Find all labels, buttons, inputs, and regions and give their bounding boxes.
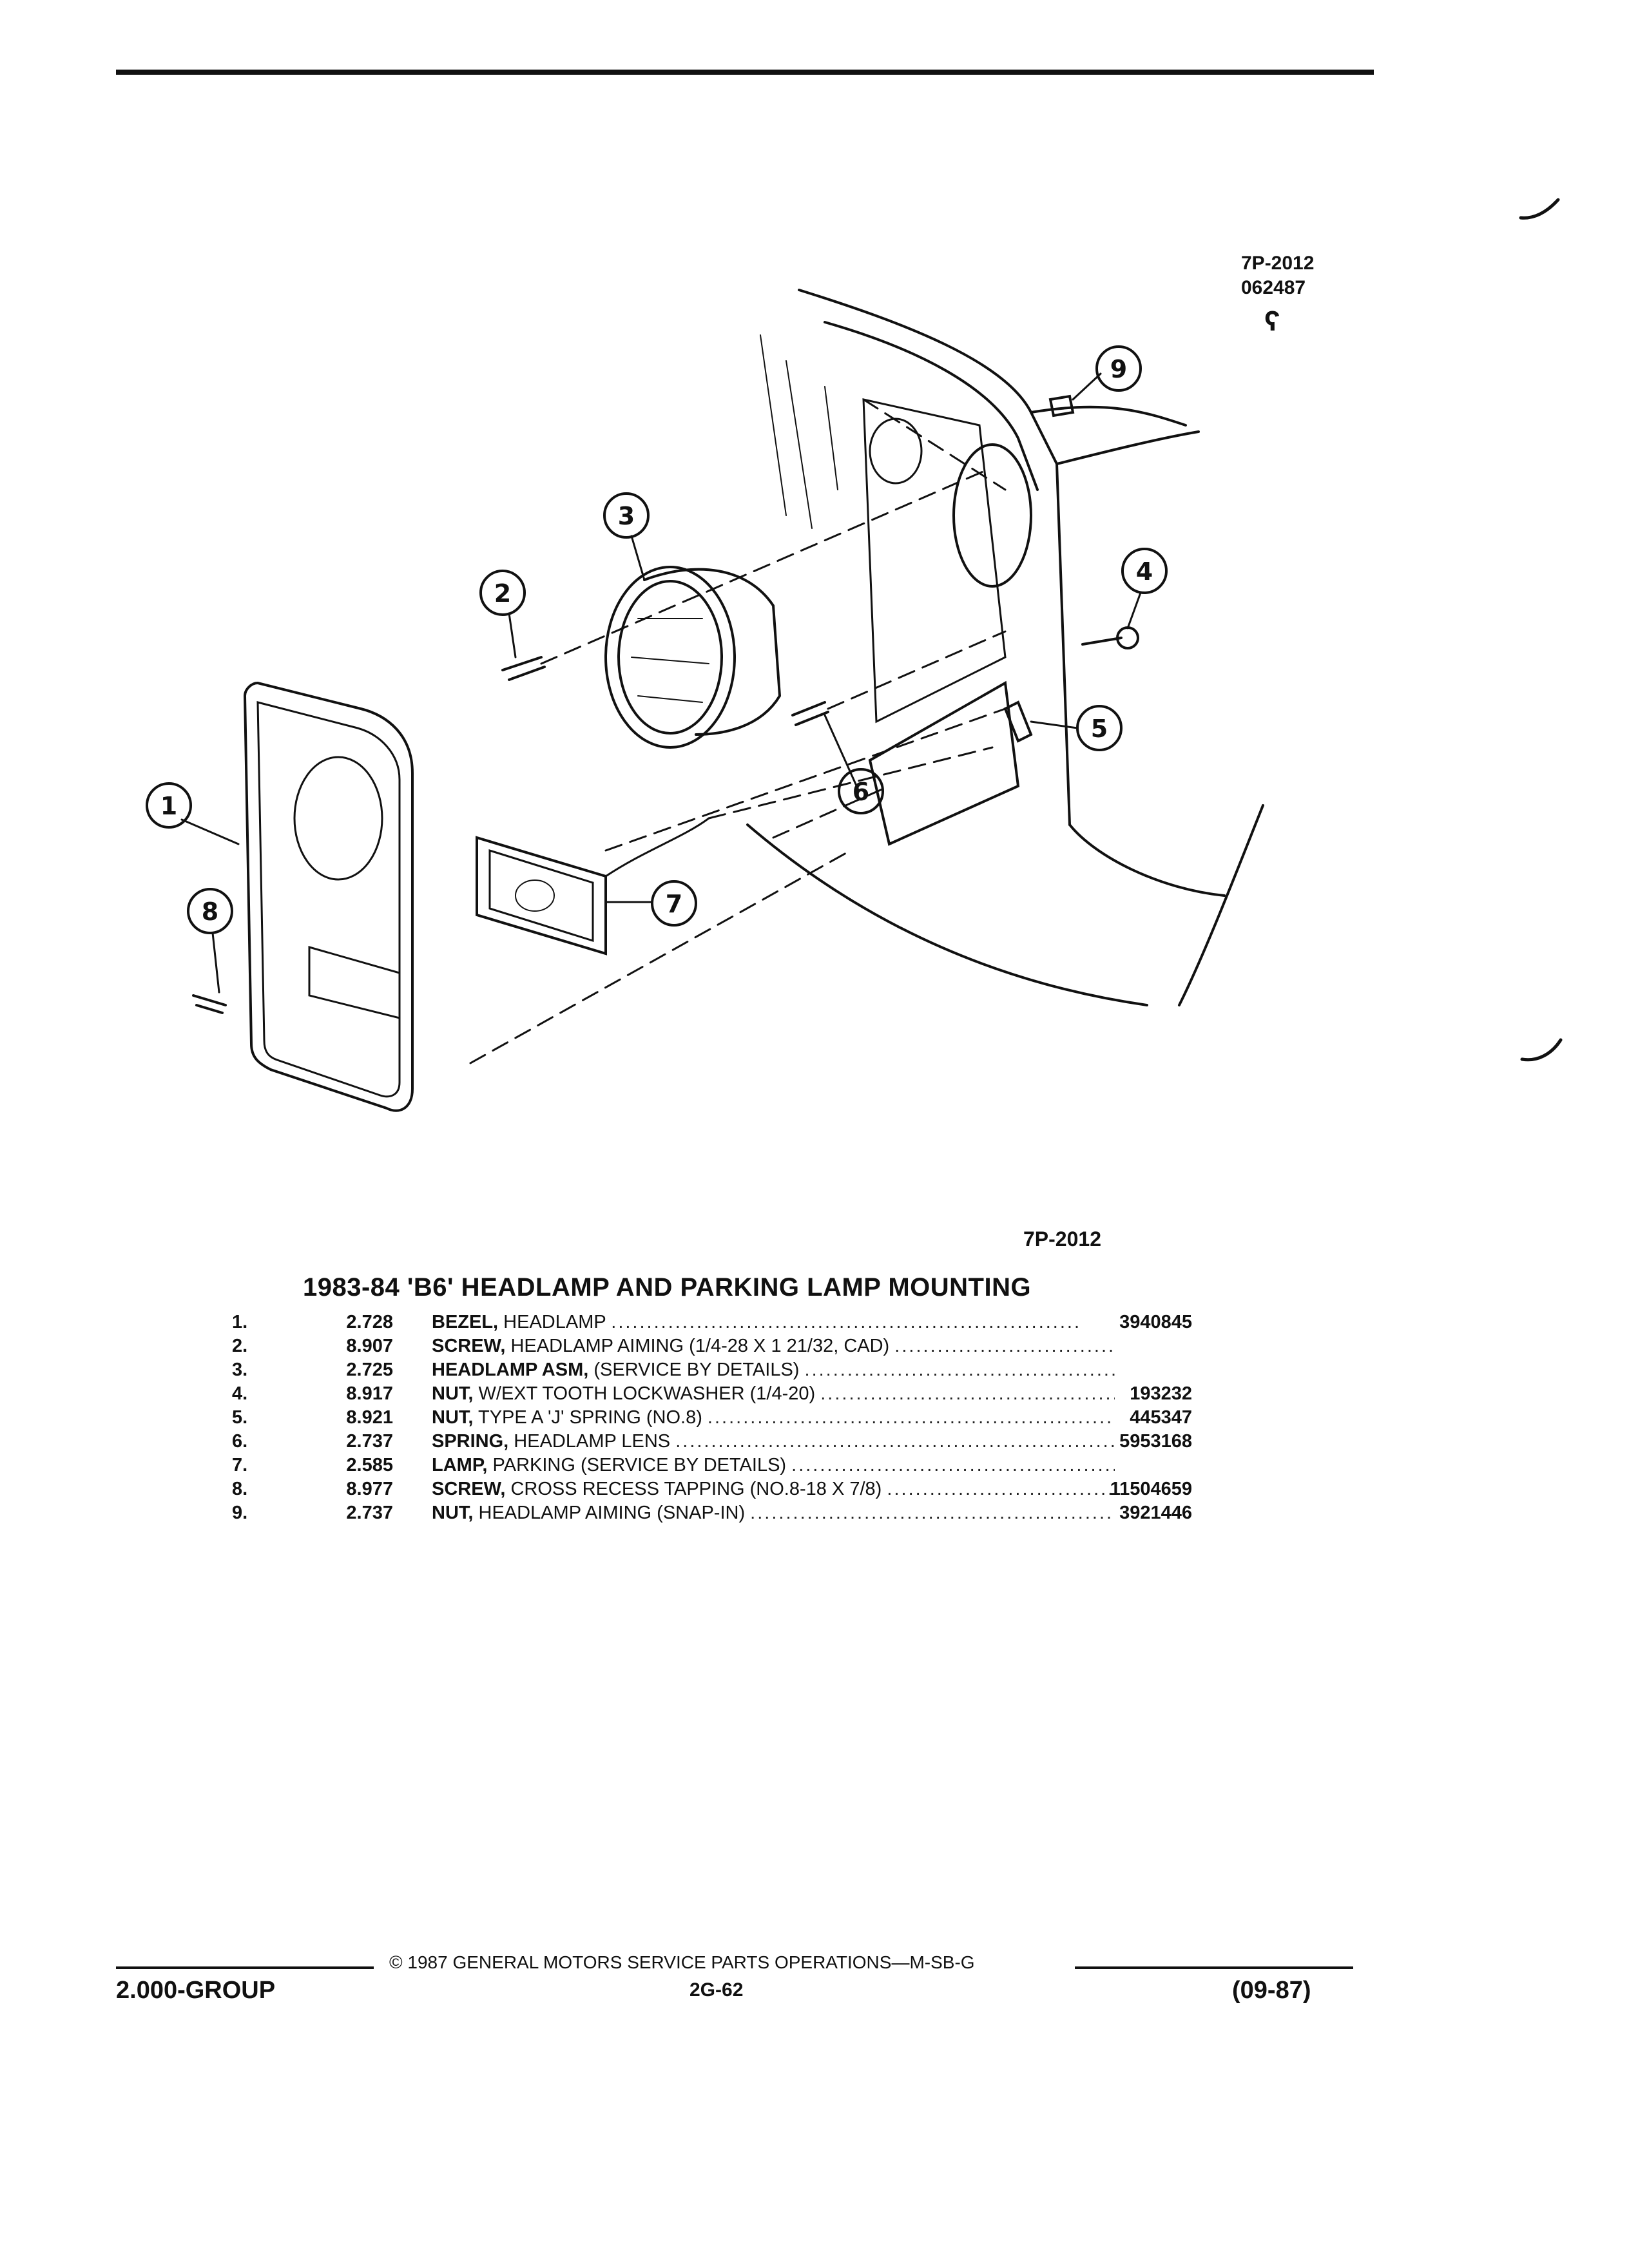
- item-number: 2.: [232, 1336, 248, 1356]
- headlamp-assembly: [604, 566, 782, 749]
- parts-row: 2. 8.907 SCREW, HEADLAMP AIMING (1/4-28 …: [213, 1334, 1218, 1358]
- figure-code-bottom: 7P-2012: [1023, 1227, 1101, 1251]
- assembly-lines: [469, 398, 1007, 1064]
- item-number: 4.: [232, 1383, 248, 1404]
- revision-date: (09-87): [1232, 1977, 1311, 2004]
- svg-text:2: 2: [494, 579, 511, 608]
- item-number: 8.: [232, 1479, 248, 1499]
- svg-text:9: 9: [1110, 355, 1127, 383]
- part-description: SCREW, CROSS RECESS TAPPING (NO.8-18 X 7…: [432, 1479, 1115, 1499]
- svg-text:4: 4: [1136, 557, 1153, 586]
- callouts: 1 2 3 4 5 6 7 8 9: [146, 345, 1168, 934]
- item-number: 1.: [232, 1312, 248, 1332]
- part-description: NUT, TYPE A 'J' SPRING (NO.8) ..........…: [432, 1407, 1115, 1428]
- callout-7: 7: [651, 880, 697, 927]
- leader-lines: [180, 372, 1142, 994]
- footer-group: 2.000-GROUP: [116, 1977, 276, 2004]
- parking-lamp: [476, 817, 710, 956]
- figure-code-line-2: 062487: [1241, 277, 1306, 298]
- callout-8: 8: [187, 888, 233, 934]
- page-number: 2G-62: [689, 1979, 744, 2001]
- part-number: 193232: [1130, 1383, 1192, 1404]
- parts-row: 4. 8.917 NUT, W/EXT TOOTH LOCKWASHER (1/…: [213, 1382, 1218, 1406]
- margin-marks: [1519, 198, 1563, 1062]
- svg-text:5: 5: [1091, 715, 1108, 743]
- svg-text:1: 1: [160, 792, 177, 820]
- copyright-notice: © 1987 GENERAL MOTORS SERVICE PARTS OPER…: [389, 1952, 975, 1972]
- top-rule: [116, 70, 1374, 75]
- fender-panel: [746, 289, 1264, 1006]
- panel-opening-round: [952, 443, 1032, 588]
- part-description: SPRING, HEADLAMP LENS ..................…: [432, 1431, 1115, 1452]
- bezel-outline: [243, 681, 414, 1112]
- callout-3: 3: [603, 492, 650, 539]
- group-number: 8.977: [346, 1479, 393, 1499]
- revision-mark-icon: ʕ: [1264, 305, 1280, 337]
- callout-5: 5: [1076, 705, 1123, 751]
- callout-2: 2: [479, 570, 526, 616]
- svg-text:8: 8: [202, 898, 218, 926]
- callout-6: 6: [838, 768, 884, 814]
- parts-row: 7. 2.585 LAMP, PARKING (SERVICE BY DETAI…: [213, 1454, 1218, 1477]
- part-number: 3921446: [1119, 1503, 1192, 1523]
- parts-row: 3. 2.725 HEADLAMP ASM, (SERVICE BY DETAI…: [213, 1358, 1218, 1382]
- item-number: 3.: [232, 1360, 248, 1380]
- group-number: 8.921: [346, 1407, 393, 1428]
- parts-row: 5. 8.921 NUT, TYPE A 'J' SPRING (NO.8) .…: [213, 1406, 1218, 1430]
- part-number: 445347: [1130, 1407, 1192, 1428]
- figure-code-top: 7P-2012 062487: [1241, 251, 1314, 300]
- part-description: HEADLAMP ASM, (SERVICE BY DETAILS) .....…: [432, 1360, 1115, 1380]
- exploded-view-illustration: 1 2 3 4 5 6 7 8 9: [146, 198, 1563, 1112]
- part-number: 3940845: [1119, 1312, 1192, 1332]
- parts-row: 6. 2.737 SPRING, HEADLAMP LENS .........…: [213, 1430, 1218, 1454]
- group-number: 2.728: [346, 1312, 393, 1332]
- footer-rule-right: [1075, 1966, 1353, 1969]
- item-number: 9.: [232, 1503, 248, 1523]
- callout-4: 4: [1121, 548, 1168, 594]
- panel-opening-upper: [869, 418, 923, 485]
- parts-row: 8. 8.977 SCREW, CROSS RECESS TAPPING (NO…: [213, 1477, 1218, 1501]
- part-description: SCREW, HEADLAMP AIMING (1/4-28 X 1 21/32…: [432, 1336, 1115, 1356]
- small-hardware: [192, 394, 1139, 1014]
- parts-row: 9. 2.737 NUT, HEADLAMP AIMING (SNAP-IN) …: [213, 1501, 1218, 1525]
- group-number: 8.917: [346, 1383, 393, 1404]
- group-number: 8.907: [346, 1336, 393, 1356]
- part-number: 11504659: [1110, 1479, 1192, 1499]
- section-title: 1983-84 'B6' HEADLAMP AND PARKING LAMP M…: [303, 1273, 1032, 1302]
- footer-rule-left: [116, 1966, 374, 1969]
- group-number: 2.737: [346, 1431, 393, 1452]
- item-number: 7.: [232, 1455, 248, 1475]
- svg-text:3: 3: [618, 502, 635, 530]
- item-number: 5.: [232, 1407, 248, 1428]
- svg-text:6: 6: [853, 778, 869, 806]
- figure-code-line-1: 7P-2012: [1241, 253, 1315, 274]
- group-number: 2.737: [346, 1503, 393, 1523]
- item-number: 6.: [232, 1431, 248, 1452]
- parts-list: 1. 2.728 BEZEL, HEADLAMP ...............…: [213, 1311, 1218, 1525]
- parts-row: 1. 2.728 BEZEL, HEADLAMP ...............…: [213, 1311, 1218, 1334]
- part-description: BEZEL, HEADLAMP ........................…: [432, 1312, 1082, 1332]
- group-number: 2.725: [346, 1360, 393, 1380]
- part-description: NUT, HEADLAMP AIMING (SNAP-IN) .........…: [432, 1503, 1115, 1523]
- callout-1: 1: [146, 782, 192, 829]
- group-number: 2.585: [346, 1455, 393, 1475]
- part-description: NUT, W/EXT TOOTH LOCKWASHER (1/4-20) ...…: [432, 1383, 1115, 1404]
- part-number: 5953168: [1119, 1431, 1192, 1452]
- part-description: LAMP, PARKING (SERVICE BY DETAILS) .....…: [432, 1455, 1115, 1475]
- callout-9: 9: [1095, 345, 1142, 392]
- svg-text:7: 7: [666, 890, 682, 918]
